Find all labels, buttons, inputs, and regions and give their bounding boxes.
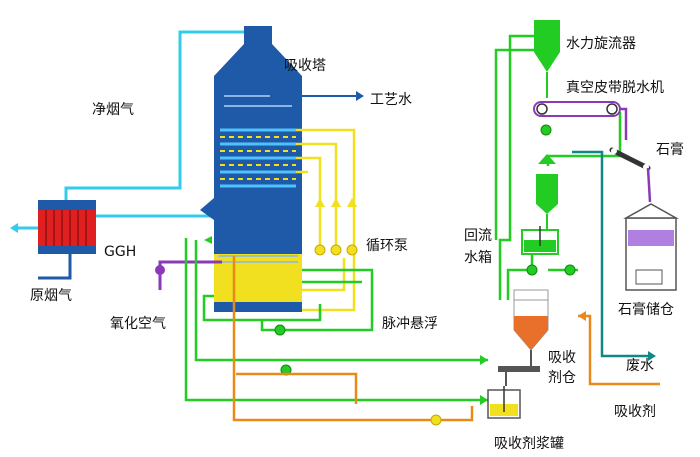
absorbent-slurry-tank	[487, 386, 521, 419]
label-circulation-pump: 循环泵	[366, 238, 408, 254]
oxidation-air-blower-icon	[155, 265, 165, 275]
label-absorbent-silo-line1: 吸收	[548, 350, 576, 366]
oxidation-air-line	[158, 260, 222, 290]
absorbent-pump-icon	[430, 414, 442, 426]
absorbent-silo	[498, 289, 549, 386]
label-pulse-suspension: 脉冲悬浮	[382, 316, 438, 332]
label-process-water: 工艺水	[370, 92, 412, 108]
label-return-water-tank-line1: 回流	[464, 228, 492, 244]
absorbent-inlet-arrow	[578, 311, 586, 321]
label-gypsum-silo: 石膏储仓	[618, 301, 674, 318]
label-hydrocyclone: 水力旋流器	[566, 36, 636, 52]
clean-gas-line	[64, 30, 258, 200]
label-ggh: GGH	[104, 244, 136, 260]
label-raw-flue-gas: 原烟气	[30, 288, 72, 304]
label-gypsum: 石膏	[656, 141, 684, 158]
circulation-up-arrows	[315, 198, 357, 207]
label-vacuum-belt-dewaterer: 真空皮带脱水机	[566, 80, 664, 96]
label-absorbent-silo-line2: 剂仓	[548, 370, 576, 386]
hydrocyclone	[534, 20, 560, 98]
ggh-heat-exchanger	[38, 200, 96, 254]
return-water-tank	[521, 226, 559, 255]
process-water-arrow	[356, 91, 364, 101]
secondary-cyclone	[536, 154, 558, 230]
slurry-pump-icons	[274, 124, 576, 376]
label-waste-water: 废水	[626, 358, 654, 374]
label-absorber-tower: 吸收塔	[284, 58, 326, 74]
slurry-lines	[184, 34, 622, 402]
circulation-lines	[296, 128, 356, 312]
waste-water-arrow	[648, 351, 656, 361]
label-absorbent: 吸收剂	[614, 404, 656, 420]
label-return-water-tank-line2: 水箱	[464, 250, 492, 266]
flue-gas-lines	[16, 30, 258, 230]
label-clean-flue-gas: 净烟气	[92, 102, 134, 118]
raw-gas-inlet-line	[38, 248, 72, 280]
ggh-outlet-arrow	[10, 223, 18, 233]
gypsum-silo	[623, 203, 679, 291]
vacuum-belt-dewaterer	[533, 101, 652, 203]
waste-water-line	[572, 150, 650, 358]
label-absorbent-slurry-tank: 吸收剂浆罐	[494, 436, 564, 452]
circulation-pump-icons	[314, 244, 358, 256]
label-oxidation-air: 氧化空气	[110, 316, 166, 332]
